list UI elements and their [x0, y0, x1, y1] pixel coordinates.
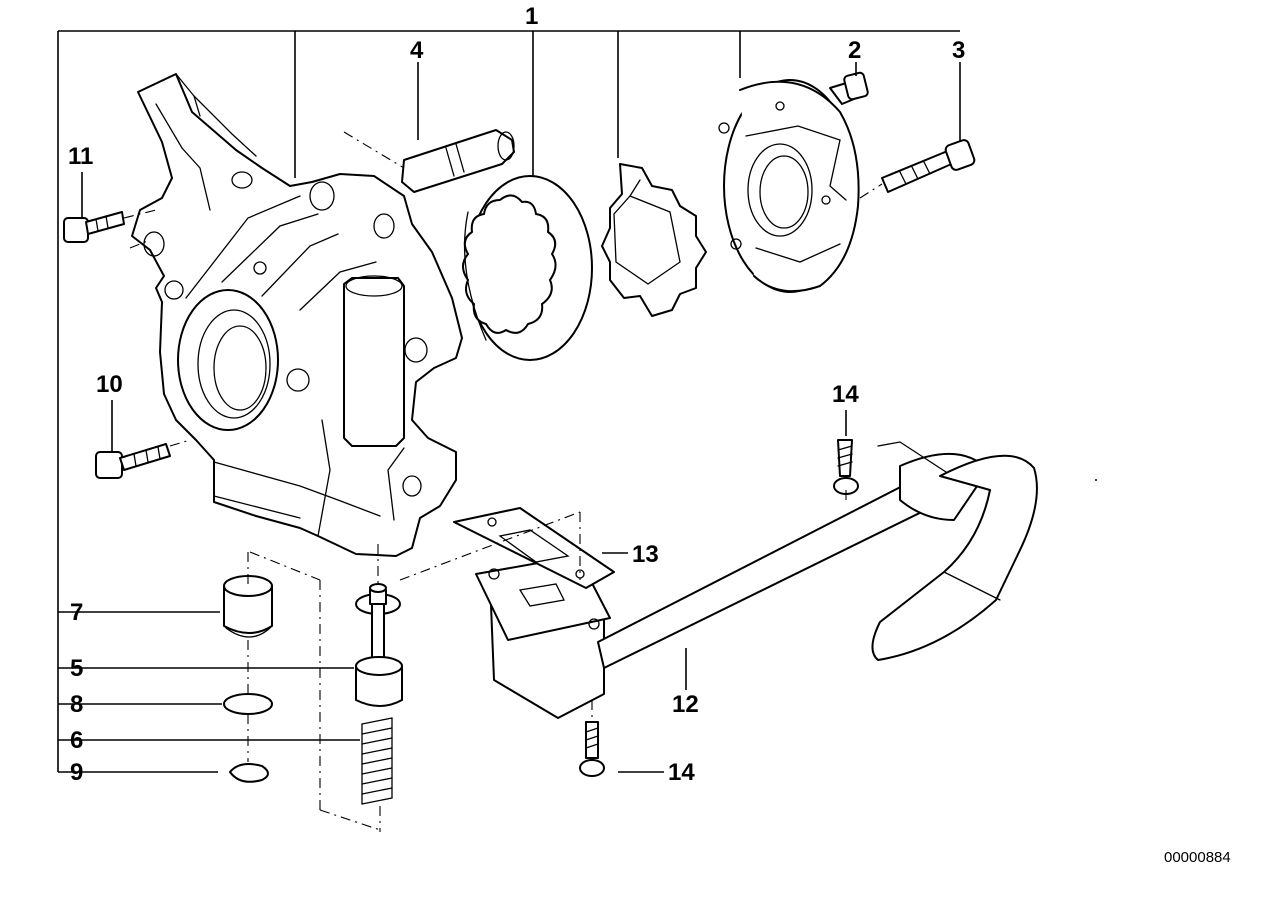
sleeve-7 [58, 575, 273, 638]
circlip-9 [58, 763, 269, 783]
callout-13: 13 [632, 541, 659, 568]
o-ring-8 [58, 693, 273, 715]
callout-2: 2 [848, 37, 861, 64]
oil-pump-housing [131, 73, 463, 557]
callout-6: 6 [70, 727, 83, 754]
bolt-3 [881, 62, 976, 193]
stray-mark [1095, 479, 1097, 481]
callout-3: 3 [952, 37, 965, 64]
rotor-ring [462, 175, 593, 361]
callout-1: 1 [525, 3, 538, 30]
callout-12: 12 [672, 691, 699, 718]
dowel-pin [401, 62, 515, 193]
self-tapping-screw-14-top [833, 410, 859, 495]
callout-11: 11 [68, 143, 93, 170]
callout-5: 5 [70, 655, 83, 682]
gasket-13 [453, 507, 628, 589]
pump-cover [718, 79, 860, 293]
inner-rotor [601, 163, 707, 317]
callout-14-top: 14 [832, 381, 859, 408]
relief-piston-5 [58, 583, 403, 707]
callout-7: 7 [70, 599, 83, 626]
callout-10: 10 [96, 371, 123, 398]
suction-pipe-12 [475, 441, 1038, 719]
callout-1-bracket [57, 30, 960, 772]
callout-8: 8 [70, 691, 83, 718]
bolt-11 [63, 172, 157, 243]
callout-14-bottom: 14 [668, 759, 695, 786]
screw-2 [829, 62, 869, 105]
callout-4: 4 [410, 37, 424, 64]
spring-6 [58, 717, 393, 805]
document-id: 00000884 [1164, 849, 1231, 866]
callout-9: 9 [70, 759, 83, 786]
alignment-lines [129, 131, 883, 832]
self-tapping-screw-14-bottom [579, 721, 664, 777]
bolt-10 [95, 400, 171, 479]
